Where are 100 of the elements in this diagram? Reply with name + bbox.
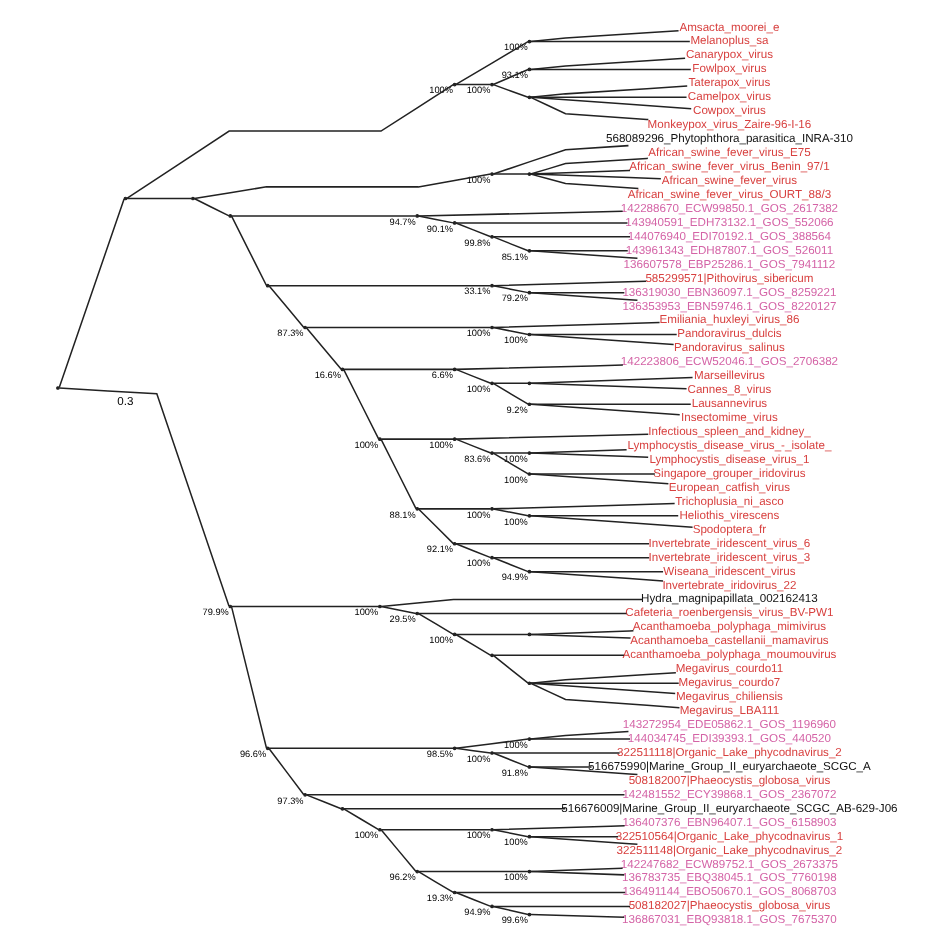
node-point — [227, 604, 232, 609]
node-point — [489, 82, 493, 87]
connector — [267, 747, 304, 796]
connector — [528, 867, 623, 873]
node-point — [451, 82, 456, 87]
node-point — [451, 746, 456, 751]
connector — [528, 169, 630, 175]
connector — [491, 556, 528, 573]
connector — [454, 738, 528, 750]
connector — [528, 291, 638, 301]
node-point — [526, 67, 531, 72]
connector — [491, 382, 528, 385]
node-point — [526, 95, 531, 100]
node-point — [526, 569, 531, 574]
connector — [454, 433, 649, 440]
node-point — [227, 214, 232, 218]
node-point — [264, 283, 269, 288]
node-point — [489, 555, 493, 560]
connector — [416, 612, 627, 615]
connector — [528, 333, 677, 336]
connector — [491, 321, 660, 329]
node-point — [377, 437, 381, 441]
connector — [528, 730, 629, 740]
connector — [454, 40, 528, 86]
node-point — [526, 172, 531, 176]
node-point — [526, 681, 531, 686]
connector — [528, 570, 663, 573]
connector — [528, 250, 638, 260]
connector — [528, 85, 687, 99]
connector — [528, 633, 631, 639]
connector — [491, 284, 528, 294]
connector — [528, 57, 685, 71]
connector — [528, 682, 675, 695]
connector — [267, 284, 491, 287]
node-point — [339, 806, 344, 811]
connector — [528, 473, 655, 475]
connector — [454, 633, 528, 636]
connector — [528, 835, 618, 838]
connector — [379, 438, 454, 440]
connector — [416, 870, 528, 873]
node-point — [526, 248, 531, 253]
node-point — [451, 541, 456, 546]
connector — [267, 747, 453, 750]
connector — [528, 173, 661, 180]
node-point — [122, 196, 127, 201]
connector — [528, 452, 648, 458]
connector — [528, 671, 676, 684]
connector — [528, 291, 625, 294]
node-point — [526, 737, 531, 741]
connector — [342, 368, 453, 371]
node-point — [414, 214, 419, 218]
connector — [229, 215, 416, 217]
connector — [528, 766, 638, 776]
connector — [491, 905, 630, 908]
connector — [528, 96, 691, 110]
connector — [528, 157, 648, 175]
connector — [454, 543, 649, 545]
connector — [491, 83, 528, 99]
connector — [528, 448, 627, 454]
connector — [528, 250, 628, 252]
node-point — [526, 869, 531, 874]
connector — [491, 382, 528, 405]
connector — [528, 382, 687, 390]
connector — [528, 835, 638, 845]
connector — [379, 438, 416, 510]
node-point — [526, 381, 531, 386]
connector — [304, 794, 341, 810]
connector — [416, 870, 454, 894]
node-point — [190, 196, 194, 201]
connector — [528, 40, 690, 43]
connector — [454, 222, 491, 238]
node-point — [526, 632, 531, 637]
connector — [528, 30, 679, 43]
connector — [491, 905, 528, 916]
node-point — [414, 611, 419, 616]
node-point — [302, 793, 306, 797]
connector — [454, 891, 491, 908]
connector — [528, 515, 678, 517]
node-point — [526, 332, 531, 337]
node-point — [451, 890, 456, 895]
node-point — [526, 451, 531, 455]
connector — [454, 891, 625, 894]
connector — [528, 738, 630, 740]
connector — [416, 210, 623, 217]
connector — [528, 96, 649, 121]
connector — [416, 612, 454, 636]
connector — [416, 508, 454, 545]
connector — [342, 368, 379, 440]
connector — [528, 96, 687, 99]
node-point — [451, 367, 456, 372]
connector — [342, 808, 566, 810]
connector — [304, 794, 625, 796]
node-point — [526, 765, 531, 769]
node-point — [526, 834, 531, 839]
connector — [491, 236, 528, 252]
connector — [528, 376, 693, 385]
connector — [491, 326, 528, 336]
node-point — [526, 402, 531, 407]
connector — [454, 364, 623, 371]
connector — [416, 215, 454, 224]
